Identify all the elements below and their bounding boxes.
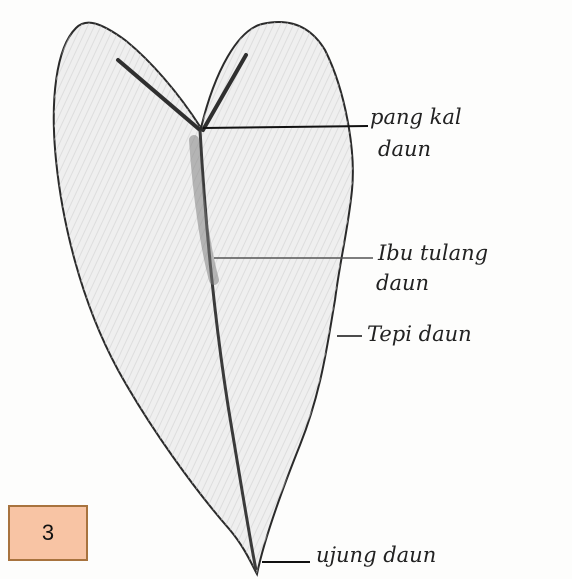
label-ibu-line1: Ibu tulang: [377, 241, 488, 265]
label-pangkal-line1: pang kal: [370, 105, 462, 129]
figure-number-badge: 3: [8, 505, 88, 561]
label-pangkal-line2: daun: [378, 137, 431, 161]
label-ujung: ujung daun: [316, 543, 436, 567]
label-tepi: Tepi daun: [367, 322, 472, 346]
label-ibu-line2: daun: [376, 271, 429, 295]
